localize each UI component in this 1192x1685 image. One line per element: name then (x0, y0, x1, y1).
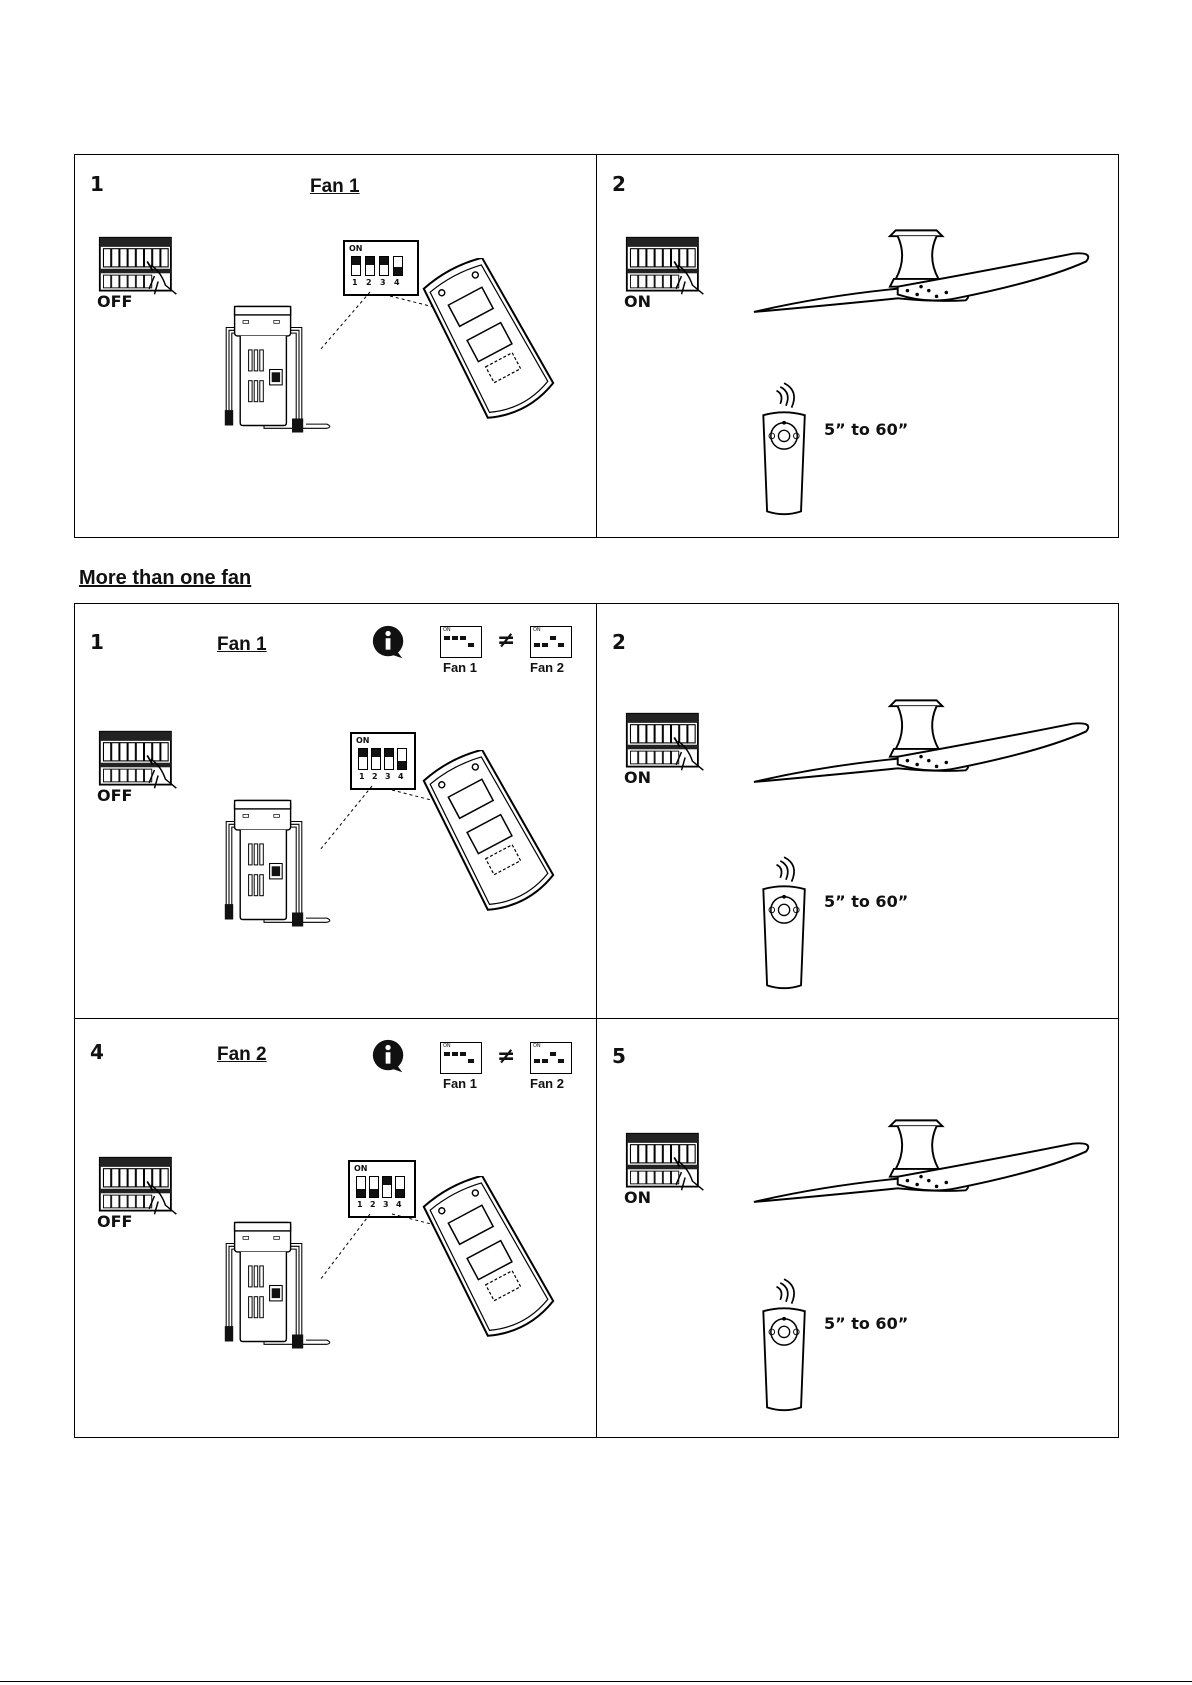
breaker-panel-icon (625, 1130, 707, 1194)
remote-control-icon (410, 1176, 570, 1346)
remote-control-icon (752, 1278, 818, 1416)
range-label: 5” to 60” (824, 1314, 908, 1333)
footer-rule (0, 1681, 1192, 1682)
ceiling-fan-icon (752, 1112, 1092, 1220)
power-state-label: ON (624, 1188, 651, 1207)
step-number: 5 (612, 1044, 626, 1068)
